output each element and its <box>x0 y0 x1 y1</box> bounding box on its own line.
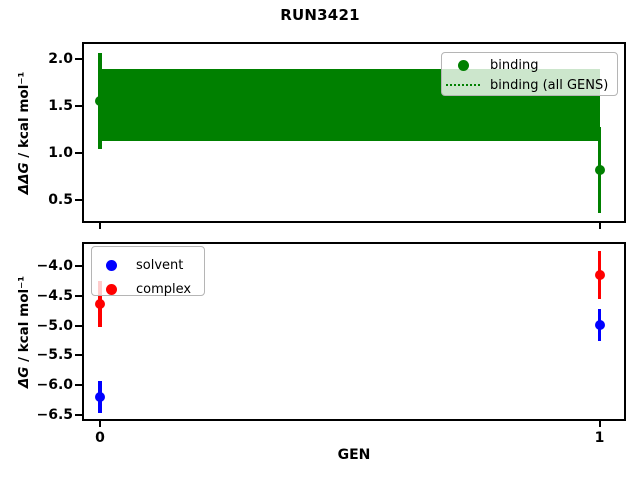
solvent-legend-marker-icon <box>92 259 130 271</box>
bottom-legend: solvent complex <box>91 246 205 297</box>
top-y-axis-label-symbol: ΔΔG <box>16 162 32 195</box>
y-tick-label: −5.0 <box>36 317 73 334</box>
binding-legend-marker-icon <box>442 59 484 71</box>
legend-label: binding (all GENS) <box>490 77 609 93</box>
y-tick-label: 2.0 <box>48 51 73 68</box>
x-axis-label: GEN <box>337 447 371 463</box>
y-tick-label: 1.5 <box>48 98 73 115</box>
x-tick-mark <box>98 421 101 427</box>
legend-label: solvent <box>136 257 184 273</box>
y-tick-label: −5.5 <box>36 347 73 364</box>
legend-entry-solvent: solvent <box>92 253 204 277</box>
x-tick-mark <box>598 223 601 229</box>
y-tick-mark <box>75 199 82 202</box>
figure-title: RUN3421 <box>280 6 360 24</box>
y-tick-mark <box>75 294 82 297</box>
y-tick-label: −4.0 <box>36 257 73 274</box>
complex-point <box>94 298 105 309</box>
x-tick-mark <box>98 223 101 229</box>
complex-legend-marker-icon <box>92 283 130 295</box>
y-tick-mark <box>75 58 82 61</box>
top-legend: binding binding (all GENS) <box>441 52 618 96</box>
y-tick-label: 0.5 <box>48 192 73 209</box>
y-tick-mark <box>75 264 82 267</box>
y-tick-mark <box>75 384 82 387</box>
x-tick-mark <box>598 421 601 427</box>
bottom-axes <box>82 242 626 421</box>
solvent-point <box>594 319 605 330</box>
y-tick-mark <box>75 105 82 108</box>
legend-entry-complex: complex <box>92 277 204 301</box>
binding-point <box>94 96 105 107</box>
complex-point <box>594 269 605 280</box>
y-tick-mark <box>75 152 82 155</box>
legend-label: binding <box>490 57 539 73</box>
x-tick-label: 1 <box>594 430 605 446</box>
y-tick-label: 1.0 <box>48 145 73 162</box>
y-tick-mark <box>75 324 82 327</box>
y-tick-label: −6.5 <box>36 407 73 424</box>
top-axes <box>82 42 626 223</box>
y-tick-label: −4.5 <box>36 287 73 304</box>
binding-all-gens-legend-line-icon <box>442 84 484 86</box>
solvent-point <box>94 391 105 402</box>
y-tick-mark <box>75 414 82 417</box>
y-tick-mark <box>75 354 82 357</box>
legend-label: complex <box>136 281 192 297</box>
legend-entry-binding-all-gens: binding (all GENS) <box>442 75 617 95</box>
binding-point <box>594 165 605 176</box>
y-tick-label: −6.0 <box>36 377 73 394</box>
legend-entry-binding: binding <box>442 55 617 75</box>
x-tick-label: 0 <box>95 430 105 446</box>
